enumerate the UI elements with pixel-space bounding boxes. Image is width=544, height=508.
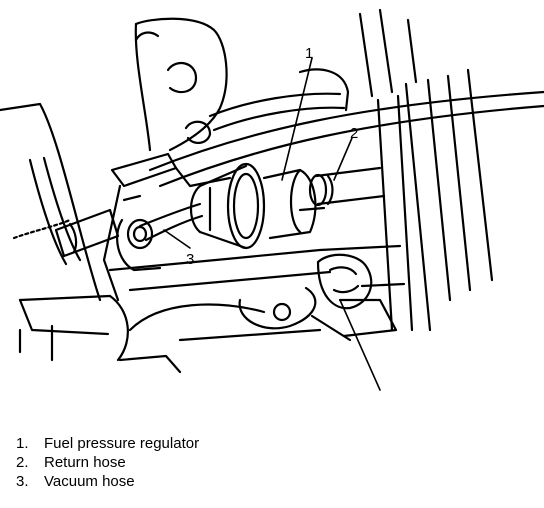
legend-label: Fuel pressure regulator (44, 435, 200, 452)
legend-label: Return hose (44, 454, 126, 471)
legend: 1. Fuel pressure regulator 2. Return hos… (16, 434, 199, 491)
hose-clamp (316, 253, 373, 310)
leader-line-1 (281, 57, 313, 181)
left-hoses (0, 102, 120, 302)
legend-item: 3. Vacuum hose (16, 472, 199, 491)
upper-hose (208, 68, 350, 132)
legend-number: 2. (16, 454, 29, 471)
leader-line-2 (333, 137, 353, 181)
frame-rails (358, 8, 494, 332)
intake-plenum (18, 244, 406, 374)
return-hose (308, 166, 386, 207)
callout-1: 1 (305, 45, 313, 62)
fuel-pressure-regulator (189, 162, 326, 250)
callout-2: 2 (350, 125, 358, 142)
legend-item: 2. Return hose (16, 453, 199, 472)
callout-3: 3 (186, 251, 194, 268)
leader-line-4 (339, 299, 381, 391)
leader-lines (163, 57, 381, 391)
vacuum-hose (116, 202, 204, 272)
legend-item: 1. Fuel pressure regulator (16, 434, 199, 453)
leader-line-3 (163, 229, 191, 249)
fuel-rail (102, 152, 232, 302)
fuel-line (148, 90, 544, 188)
legend-number: 3. (16, 473, 29, 490)
mounting-bracket (134, 17, 228, 152)
legend-number: 1. (16, 435, 29, 452)
legend-label: Vacuum hose (44, 473, 135, 490)
engine-diagram: 1 2 3 (0, 8, 544, 391)
